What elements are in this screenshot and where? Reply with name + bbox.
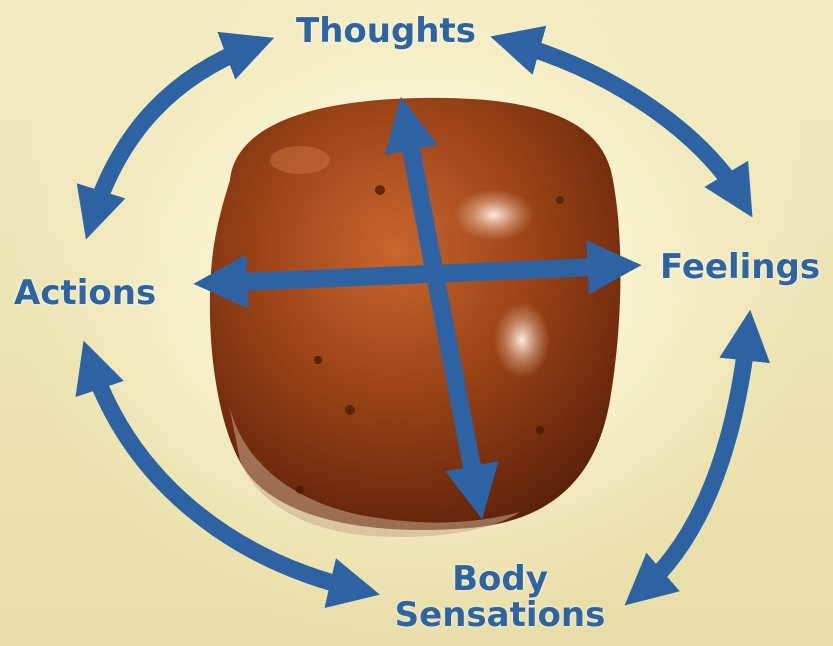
node-actions-label: Actions bbox=[14, 276, 174, 312]
node-body-line2: Sensations bbox=[380, 598, 620, 634]
node-feelings-label: Feelings bbox=[660, 250, 830, 286]
node-body-sensations-label: Body Sensations bbox=[380, 562, 620, 633]
node-body-line1: Body bbox=[380, 562, 620, 598]
node-thoughts-label: Thoughts bbox=[286, 14, 486, 50]
